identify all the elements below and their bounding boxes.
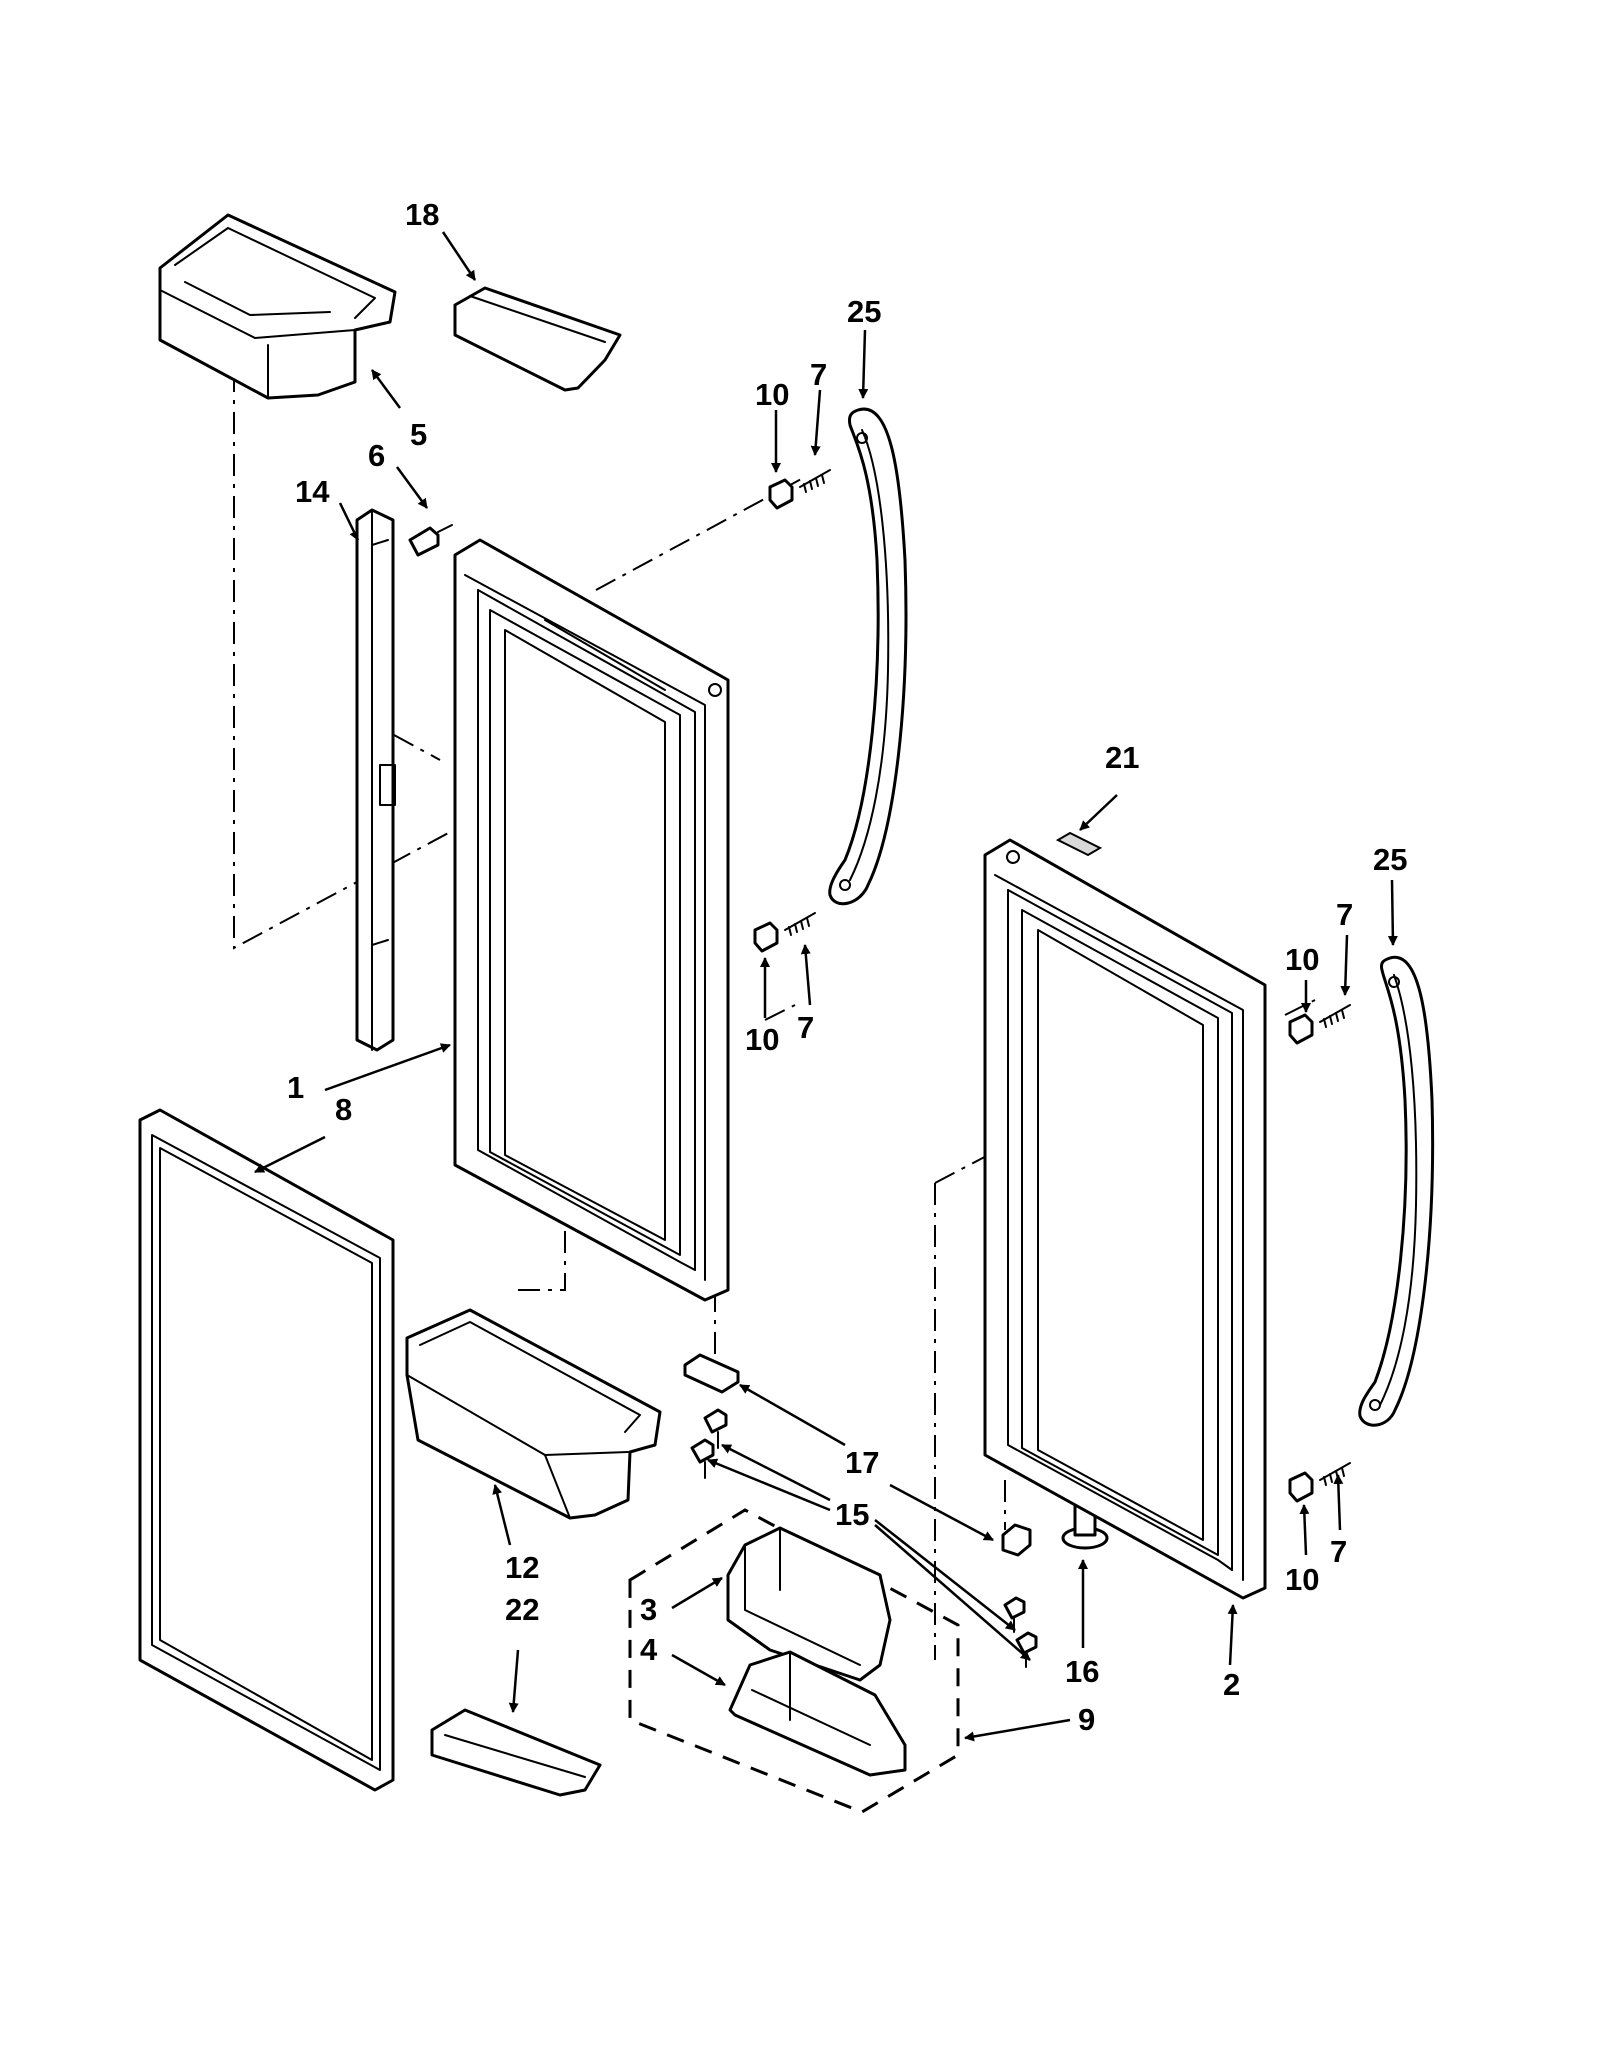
callout-3: 3 xyxy=(640,1592,657,1627)
callout-16: 16 xyxy=(1065,1654,1099,1689)
leader-lines xyxy=(254,231,1398,1742)
callout-5: 5 xyxy=(410,417,427,452)
assembly-9 xyxy=(628,1508,960,1814)
callout-25b: 25 xyxy=(1373,842,1407,877)
callout-1: 1 xyxy=(287,1070,304,1105)
callout-7c: 7 xyxy=(1336,897,1353,932)
right-door-frame xyxy=(983,838,1267,1600)
callout-21: 21 xyxy=(1105,740,1139,775)
label-part-21 xyxy=(1055,831,1103,857)
callout-22: 22 xyxy=(505,1592,539,1627)
callout-12: 12 xyxy=(505,1550,539,1585)
callout-18: 18 xyxy=(405,197,439,232)
spacer-screw-right-lower xyxy=(1288,1462,1351,1503)
callout-15: 15 xyxy=(835,1497,869,1532)
callout-10a: 10 xyxy=(755,377,789,412)
callout-7b: 7 xyxy=(797,1010,814,1045)
hinge-left xyxy=(683,1353,740,1479)
cover-lower xyxy=(430,1708,602,1797)
callout-10d: 10 xyxy=(1285,1562,1319,1597)
hinge-right xyxy=(1001,1523,1038,1668)
door-handle-upper xyxy=(828,407,908,906)
callout-labels: 18 5 6 14 10 7 25 10 7 21 25 10 7 1 8 17… xyxy=(287,197,1407,1737)
callout-7a: 7 xyxy=(810,357,827,392)
callout-9: 9 xyxy=(1078,1702,1095,1737)
door-bin-lower xyxy=(405,1308,662,1520)
callout-2: 2 xyxy=(1223,1667,1240,1702)
cover-top xyxy=(453,286,622,392)
door-bin-top xyxy=(158,213,397,400)
spacer-screw-upper xyxy=(768,469,831,510)
callout-25a: 25 xyxy=(847,294,881,329)
callout-17: 17 xyxy=(845,1445,879,1480)
left-door-frame xyxy=(453,538,730,1302)
callout-6: 6 xyxy=(368,438,385,473)
door-gasket xyxy=(138,1108,395,1792)
callout-10c: 10 xyxy=(1285,942,1319,977)
callout-4: 4 xyxy=(640,1632,658,1667)
callout-8: 8 xyxy=(335,1092,352,1127)
callout-10b: 10 xyxy=(745,1022,779,1057)
door-handle-lower xyxy=(1358,955,1435,1427)
spacer-screw-mid xyxy=(753,912,816,953)
callout-14: 14 xyxy=(295,474,330,509)
screw-part-6 xyxy=(408,524,453,557)
callout-7d: 7 xyxy=(1330,1534,1347,1569)
spacer-screw-right-upper xyxy=(1288,1004,1351,1045)
vertical-trim-strip xyxy=(355,508,396,1052)
